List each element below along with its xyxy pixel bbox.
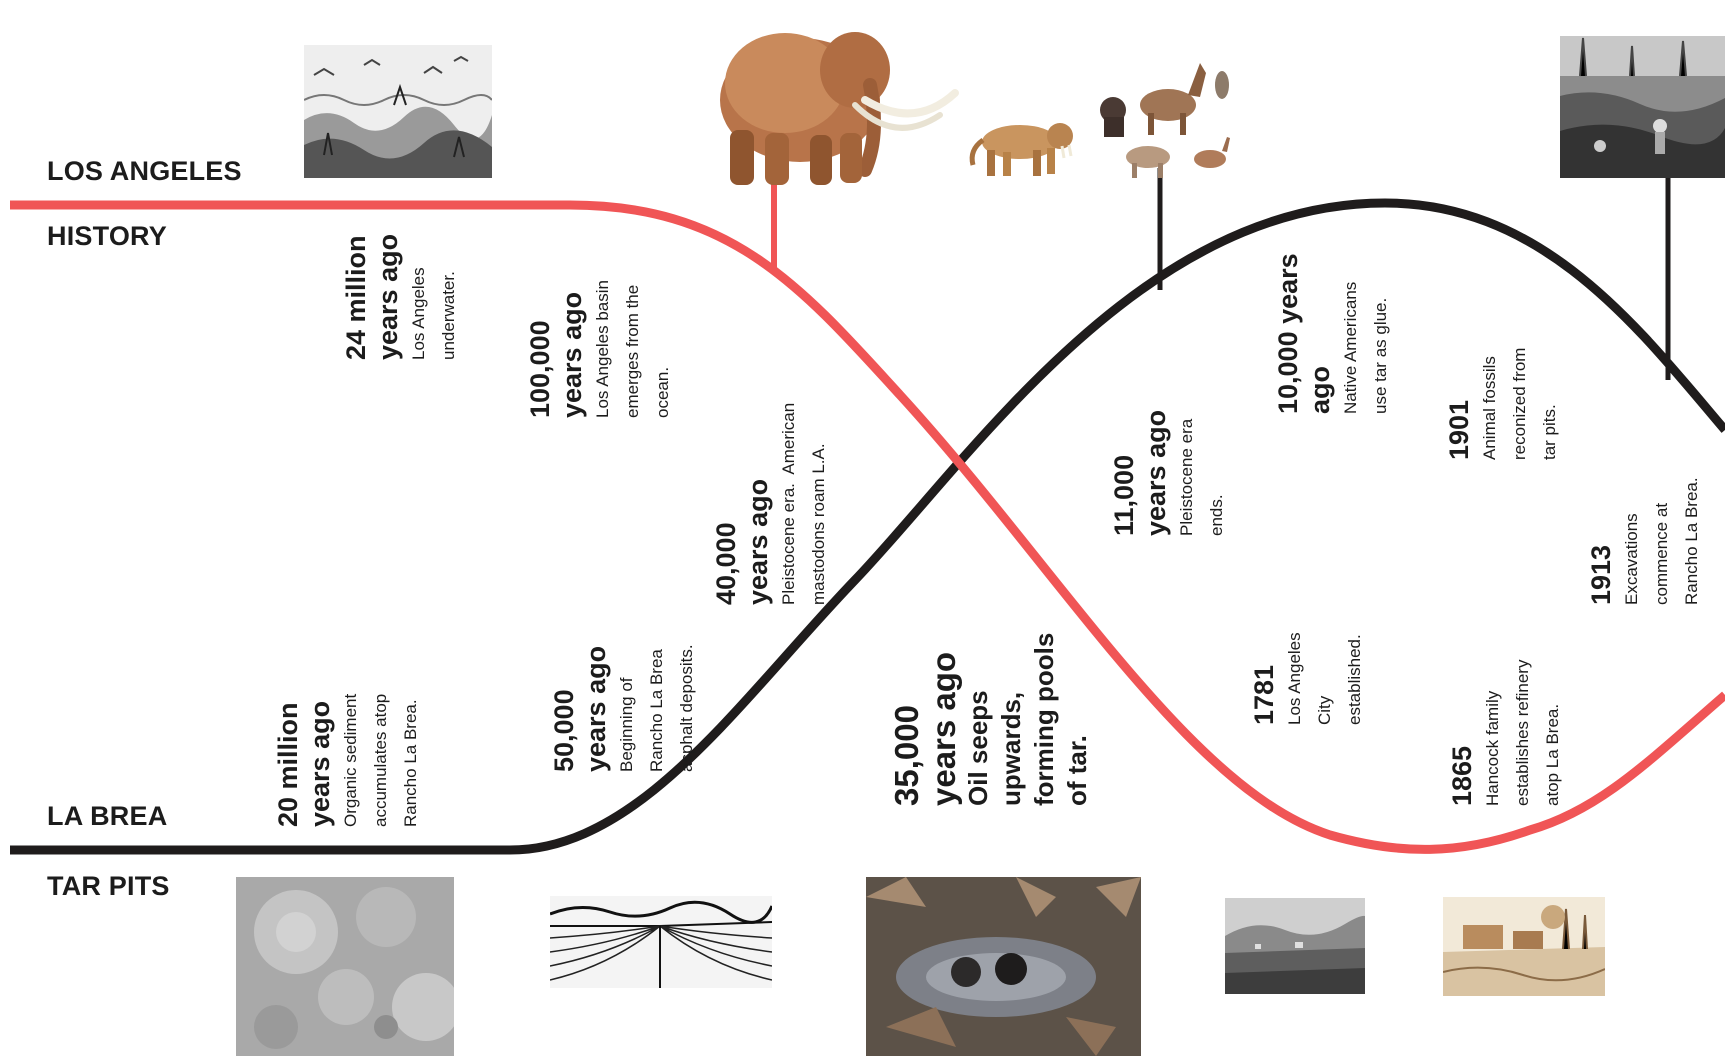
- early-la-photo-icon: [1225, 898, 1365, 994]
- event-title: 24 million years ago: [340, 234, 404, 360]
- history-event: 24 million years ago Los Angeles underwa…: [340, 234, 464, 360]
- event-description: Excavations commence at Rancho La Brea.: [1617, 477, 1707, 605]
- history-event: 40,000 years ago Pleistocene era. Americ…: [710, 403, 834, 605]
- event-description: Los Angeles basin emerges from the ocean…: [588, 280, 678, 418]
- history-event: 10,000 years ago Native Americans use ta…: [1272, 253, 1396, 414]
- event-description: Organic sediment accumulates atop Rancho…: [336, 694, 426, 827]
- tar-pool-photo-icon: [866, 877, 1141, 1056]
- event-title: 40,000 years ago: [710, 403, 774, 605]
- sediment-texture-icon: [236, 877, 454, 1056]
- label-tar-pits: TAR PITS: [47, 871, 170, 902]
- event-title: 11,000 years ago: [1108, 410, 1172, 536]
- event-title: 1913: [1585, 477, 1617, 605]
- event-description: Animal fossils reconized from tar pits.: [1475, 348, 1565, 460]
- history-event: 100,000 years ago Los Angeles basin emer…: [524, 280, 678, 418]
- event-description: Pleistocene era ends.: [1172, 410, 1232, 536]
- event-title: 10,000 years ago: [1272, 253, 1336, 414]
- label-los-angeles: LOS ANGELES: [47, 156, 242, 187]
- mastodon-icon: [705, 5, 960, 190]
- history-event: 1913 Excavations commence at Rancho La B…: [1585, 477, 1707, 605]
- event-title: 1781: [1248, 632, 1280, 725]
- tar-event: 1781 Los Angeles City established.: [1248, 632, 1370, 725]
- event-title: 20 million years ago: [272, 694, 336, 827]
- event-title: 35,000 years ago: [888, 633, 962, 806]
- tar-event: 50,000 years ago Beginning of Rancho La …: [548, 644, 702, 772]
- history-event: 11,000 years ago Pleistocene era ends.: [1108, 410, 1232, 536]
- event-description: Beginning of Rancho La Brea asphalt depo…: [612, 644, 702, 772]
- excavation-photo-icon: [1560, 36, 1725, 178]
- asphalt-strata-icon: [550, 896, 772, 988]
- event-title: 100,000 years ago: [524, 280, 588, 418]
- tar-event: 1865 Hancock family establishes refinery…: [1446, 660, 1568, 806]
- event-description: Oil seeps upwards, forming pools of tar.: [962, 633, 1094, 806]
- event-title: 50,000 years ago: [548, 644, 612, 772]
- event-description: Los Angeles City established.: [1280, 632, 1370, 725]
- event-description: Pleistocene era. American mastodons roam…: [774, 403, 834, 605]
- event-title: 1901: [1443, 348, 1475, 460]
- event-title: 1865: [1446, 660, 1478, 806]
- label-la-brea: LA BREA: [47, 801, 167, 832]
- event-description: Hancock family establishes refinery atop…: [1478, 660, 1568, 806]
- refinery-illustration-icon: [1443, 897, 1605, 996]
- pleistocene-animals-icon: [1098, 55, 1240, 180]
- event-description: Native Americans use tar as glue.: [1336, 253, 1396, 414]
- label-history: HISTORY: [47, 221, 167, 252]
- event-description: Los Angeles underwater.: [404, 234, 464, 360]
- tar-event: 20 million years ago Organic sediment ac…: [272, 694, 426, 827]
- saber-tooth-cat-icon: [965, 110, 1083, 180]
- history-event: 1901 Animal fossils reconized from tar p…: [1443, 348, 1565, 460]
- tar-event: 35,000 years ago Oil seeps upwards, form…: [888, 633, 1094, 806]
- ocean-illustration-icon: [304, 45, 492, 178]
